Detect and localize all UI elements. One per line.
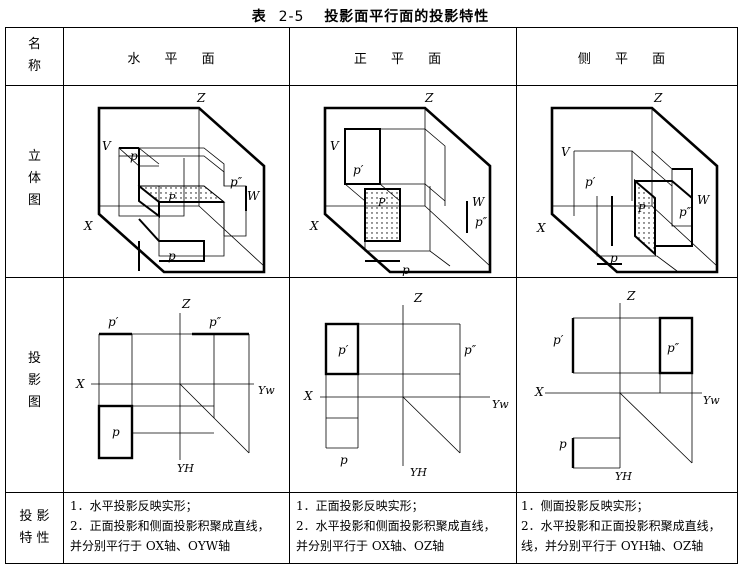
label-V: V (561, 145, 571, 159)
header-name-char: 称 (27, 59, 41, 74)
label-Z: Z (653, 91, 663, 105)
label-p: p (559, 437, 567, 451)
label-p: p (610, 251, 618, 265)
grid-line (63, 28, 64, 563)
label-Z: Z (413, 291, 423, 305)
label-Z: Z (424, 91, 434, 105)
header-characteristics: 投 影 特 性 (6, 506, 63, 550)
desc-profile: 1．侧面投影反映实形； 2．水平投影和正面投影积聚成直线， 线，并分别平行于 O… (521, 496, 735, 556)
label-p-prime: p′ (553, 333, 564, 347)
label-X: X (75, 377, 85, 391)
label-X: X (309, 219, 319, 233)
header-proj-char: 图 (27, 395, 41, 410)
label-X: X (83, 219, 93, 233)
label-Yw: Yw (258, 384, 275, 397)
label-W: W (697, 193, 711, 207)
desc-line: 并分别平行于 OX轴、OYW轴 (70, 539, 231, 553)
label-P: P (637, 202, 646, 215)
header-projection: 投 影 图 (6, 348, 63, 414)
label-p-prime: p′ (338, 343, 349, 357)
title-prefix: 表 (251, 9, 267, 25)
label-X: X (536, 221, 546, 235)
header-proj-char: 影 (27, 373, 41, 388)
grid-line (6, 85, 737, 86)
label-Yh: YH (177, 462, 194, 475)
title-text: 投影面平行面的投影特性 (324, 9, 490, 25)
desc-line: 1．侧面投影反映实形； (521, 499, 649, 513)
desc-horizontal: 1．水平投影反映实形； 2．正面投影和侧面投影积聚成直线， 并分别平行于 OX轴… (70, 496, 286, 556)
desc-line: 1．正面投影反映实形； (296, 499, 424, 513)
label-p-prime: p′ (353, 163, 364, 177)
header-char-line: 投 影 (19, 509, 50, 524)
solid-diagram-frontal: Z V p′ P W p″ X p Y (309, 91, 492, 276)
label-X: X (534, 385, 544, 399)
label-W: W (247, 189, 261, 203)
label-p-double-prime: p″ (209, 315, 222, 329)
label-p-prime: p′ (108, 315, 119, 329)
header-solid-char: 体 (27, 171, 41, 186)
label-X: X (303, 389, 313, 403)
label-P: P (167, 192, 176, 205)
desc-line: 2．水平投影和侧面投影积聚成直线， (296, 519, 496, 533)
desc-frontal: 1．正面投影反映实形； 2．水平投影和侧面投影积聚成直线， 并分别平行于 OX轴… (296, 496, 514, 556)
projection-diagram-horizontal: Z p′ p″ X Yw p YH (75, 297, 275, 475)
grid-line (289, 28, 290, 563)
header-name: 名 称 (6, 34, 63, 78)
solid-diagram-profile: Z V p′ P p″ W X p Y (536, 91, 719, 274)
projection-diagram-frontal: Z p′ p″ X Yw p YH (303, 291, 509, 479)
label-p: p (340, 453, 348, 467)
solid-diagram-horizontal: Z V p′ p″ W P X p Y (83, 91, 266, 274)
label-Z: Z (196, 91, 206, 105)
label-Yh: YH (410, 466, 427, 479)
label-p-prime: p′ (585, 175, 596, 189)
grid-line (516, 28, 517, 563)
desc-line: 1．水平投影反映实形； (70, 499, 198, 513)
label-p-double-prime: p″ (230, 175, 243, 189)
label-p: p (402, 263, 410, 276)
characteristics-table: 名 称 立 体 图 投 影 图 投 影 特 性 水 平 面 正 平 面 侧 平 … (5, 27, 738, 564)
grid-line (6, 277, 737, 278)
label-p-double-prime: p″ (475, 215, 488, 229)
desc-line: 2．正面投影和侧面投影积聚成直线， (70, 519, 270, 533)
page-title: 表 2-5 投影面平行面的投影特性 (0, 6, 741, 26)
col-header-horizontal: 水 平 面 (127, 52, 225, 67)
header-solid-char: 图 (27, 193, 41, 208)
desc-line: 线，并分别平行于 OYH轴、OZ轴 (521, 539, 704, 553)
desc-line: 并分别平行于 OX轴、OZ轴 (296, 539, 445, 553)
label-V: V (330, 139, 340, 153)
label-p-double-prime: p″ (667, 341, 680, 355)
label-p-prime: p′ (130, 149, 141, 163)
col-header-frontal: 正 平 面 (353, 52, 452, 67)
label-p-double-prime: p″ (679, 205, 692, 219)
label-p: p (112, 425, 120, 439)
header-proj-char: 投 (27, 351, 41, 366)
col-header-profile: 侧 平 面 (577, 52, 676, 67)
label-p-double-prime: p″ (464, 343, 477, 357)
label-p: p (168, 249, 176, 263)
label-Yw: Yw (703, 394, 720, 407)
header-name-char: 名 (27, 37, 41, 52)
label-Yh: YH (615, 470, 632, 483)
grid-line (6, 492, 737, 493)
label-V: V (102, 139, 112, 153)
label-P: P (377, 196, 386, 209)
desc-line: 2．水平投影和正面投影积聚成直线， (521, 519, 721, 533)
projection-diagram-profile: Z p′ p″ X Yw p YH (534, 289, 720, 483)
label-Z: Z (626, 289, 636, 303)
label-Z: Z (181, 297, 191, 311)
title-number: 2-5 (278, 9, 305, 25)
header-solid-char: 立 (27, 149, 41, 164)
label-Yw: Yw (492, 398, 509, 411)
header-solid: 立 体 图 (6, 146, 63, 212)
header-char-line: 特 性 (19, 531, 50, 546)
label-W: W (472, 195, 486, 209)
